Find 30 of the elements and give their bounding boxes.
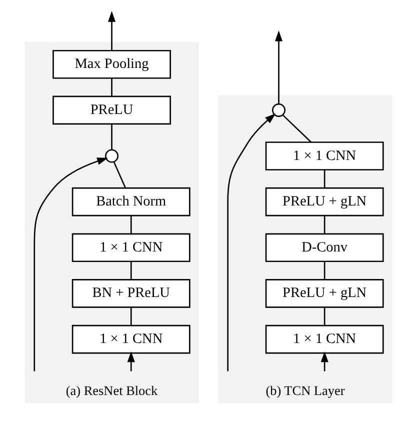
connector xyxy=(323,262,325,280)
arrow xyxy=(226,113,276,372)
node-box: 1 × 1 CNN xyxy=(264,324,384,354)
node-circle xyxy=(104,149,118,163)
connector xyxy=(323,170,325,188)
connector xyxy=(130,307,132,326)
arrow xyxy=(33,158,108,372)
connector xyxy=(323,307,325,326)
arrow xyxy=(107,11,116,50)
connector xyxy=(323,216,325,234)
node-box: 1 × 1 CNN xyxy=(71,324,190,354)
connector xyxy=(130,216,132,234)
arrow xyxy=(126,351,134,372)
node-box: D-Conv xyxy=(264,233,384,262)
node-box: PReLU + gLN xyxy=(264,279,384,308)
connector xyxy=(112,162,126,188)
connector xyxy=(110,78,112,96)
node-box: 1 × 1 CNN xyxy=(264,142,384,170)
node-box: PReLU xyxy=(52,96,170,125)
connector xyxy=(130,262,132,280)
node-box: Batch Norm xyxy=(71,187,190,216)
arrow xyxy=(274,30,282,104)
node-circle xyxy=(271,103,286,117)
arrow xyxy=(320,351,328,372)
node-box: PReLU + gLN xyxy=(264,187,384,216)
node-box: BN + PReLU xyxy=(71,279,190,308)
node-box: 1 × 1 CNN xyxy=(71,233,190,262)
connector xyxy=(110,124,112,150)
connector xyxy=(282,114,312,143)
node-box: Max Pooling xyxy=(52,50,170,79)
